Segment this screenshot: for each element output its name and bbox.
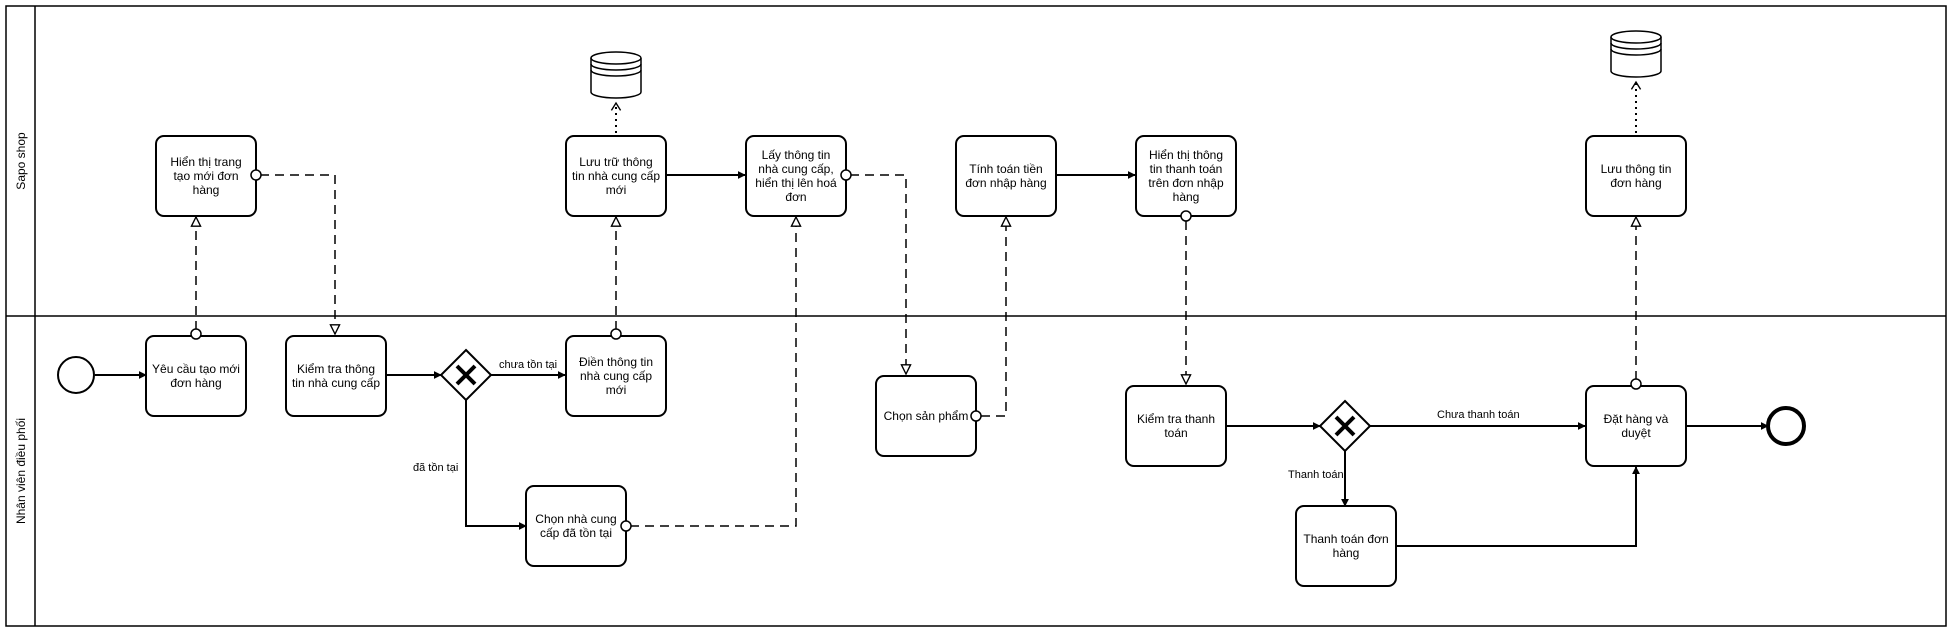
lane-label-sapo: Sapo shop: [14, 132, 28, 190]
label-exists: đã tồn tại: [413, 462, 458, 474]
gateway-supplier-exists[interactable]: [439, 348, 493, 402]
message-port: [620, 520, 632, 532]
task-label-line: trên đơn nhập: [1148, 176, 1224, 190]
task-label-line: hàng: [1173, 190, 1200, 204]
task-label-line: tin nhà cung cấp: [572, 169, 660, 183]
task-label-line: Kiểm tra thông: [297, 362, 375, 376]
task-label-line: hàng: [193, 183, 220, 197]
message-port: [1630, 378, 1642, 390]
task-label-line: Kiểm tra thanh: [1137, 412, 1215, 426]
exclusive-x-icon: [1334, 415, 1356, 437]
task-box: [1295, 505, 1397, 587]
flow-gateway-to-existing: [465, 400, 527, 530]
message-flows: [196, 174, 1636, 527]
data-associations: [610, 80, 1642, 133]
message-ports: [190, 169, 1642, 532]
lane-label-staff: Nhân viên điều phối: [14, 418, 28, 524]
database-icon: [1610, 37, 1662, 78]
task-label-line: cấp đã tồn tại: [540, 526, 612, 540]
database-icon: [590, 58, 642, 99]
task-label-line: Chọn nhà cung: [535, 512, 616, 526]
task-label-line: duyệt: [1621, 426, 1651, 440]
task-label-line: tin nhà cung cấp: [292, 376, 380, 390]
message-port: [610, 328, 622, 340]
task-label-line: hiển thị lên hoá: [755, 176, 837, 190]
task-label-line: Lưu trữ thông: [579, 155, 652, 169]
msg-show-to-check: [260, 174, 335, 334]
task-label-line: Đặt hàng và: [1604, 412, 1669, 426]
task-label-line: đơn hàng: [170, 376, 221, 390]
task-label-line: nhà cung cấp,: [758, 162, 833, 176]
label-not-exist: chưa tồn tại: [499, 359, 557, 371]
task-label-line: mới: [606, 183, 627, 197]
task-label-line: Tính toán tiền: [969, 162, 1042, 176]
data-store-2: [1610, 30, 1662, 78]
task-box: [285, 335, 387, 417]
msg-existing-to-get: [630, 217, 796, 527]
task-label-line: Điền thông tin: [579, 355, 653, 369]
task-label-line: Yêu cầu tạo mới: [152, 362, 240, 376]
task-label-line: Hiển thị trang: [170, 155, 241, 169]
task-label-line: Thanh toán đơn: [1303, 532, 1388, 546]
task-label-line: toán: [1164, 426, 1187, 440]
message-port: [190, 328, 202, 340]
message-port: [250, 169, 262, 181]
task-label-line: Chọn sản phẩm: [884, 409, 969, 423]
start-event[interactable]: [57, 356, 95, 394]
task-label-line: Hiển thị thông: [1149, 148, 1223, 162]
flow-pay-to-order: [1396, 466, 1640, 547]
data-store-1: [590, 51, 642, 99]
end-event[interactable]: [1766, 406, 1806, 446]
msg-get-to-choose: [850, 174, 906, 374]
pool: Sapo shop Nhân viên điều phối: [5, 5, 1947, 627]
task-box: [955, 135, 1057, 217]
task-box: [1125, 385, 1227, 467]
task-label-line: đơn nhập hàng: [965, 176, 1046, 190]
task-label-line: Lưu thông tin: [1601, 162, 1672, 176]
label-paid: Thanh toán: [1288, 469, 1344, 481]
task-label-line: tin thanh toán: [1150, 162, 1223, 176]
task-choose-product[interactable]: Chọn sản phẩm: [875, 375, 977, 457]
gateway-payment[interactable]: [1318, 399, 1372, 453]
sequence-flows: [95, 171, 1769, 547]
message-port: [1180, 210, 1192, 222]
task-box: [1585, 135, 1687, 217]
task-label-line: hàng: [1333, 546, 1360, 560]
task-label-line: nhà cung cấp: [580, 369, 652, 383]
msg-choose-to-calc: [981, 217, 1006, 417]
task-label-line: đơn hàng: [1610, 176, 1661, 190]
message-port: [970, 410, 982, 422]
task-box: [565, 135, 667, 217]
label-unpaid: Chưa thanh toán: [1437, 409, 1520, 421]
exclusive-x-icon: [455, 364, 477, 386]
task-label-line: Lấy thông tin: [762, 148, 831, 162]
task-label-line: mới: [606, 383, 627, 397]
message-port: [840, 169, 852, 181]
task-label-line: tạo mới đơn: [173, 169, 238, 183]
task-label-line: đơn: [785, 190, 806, 204]
